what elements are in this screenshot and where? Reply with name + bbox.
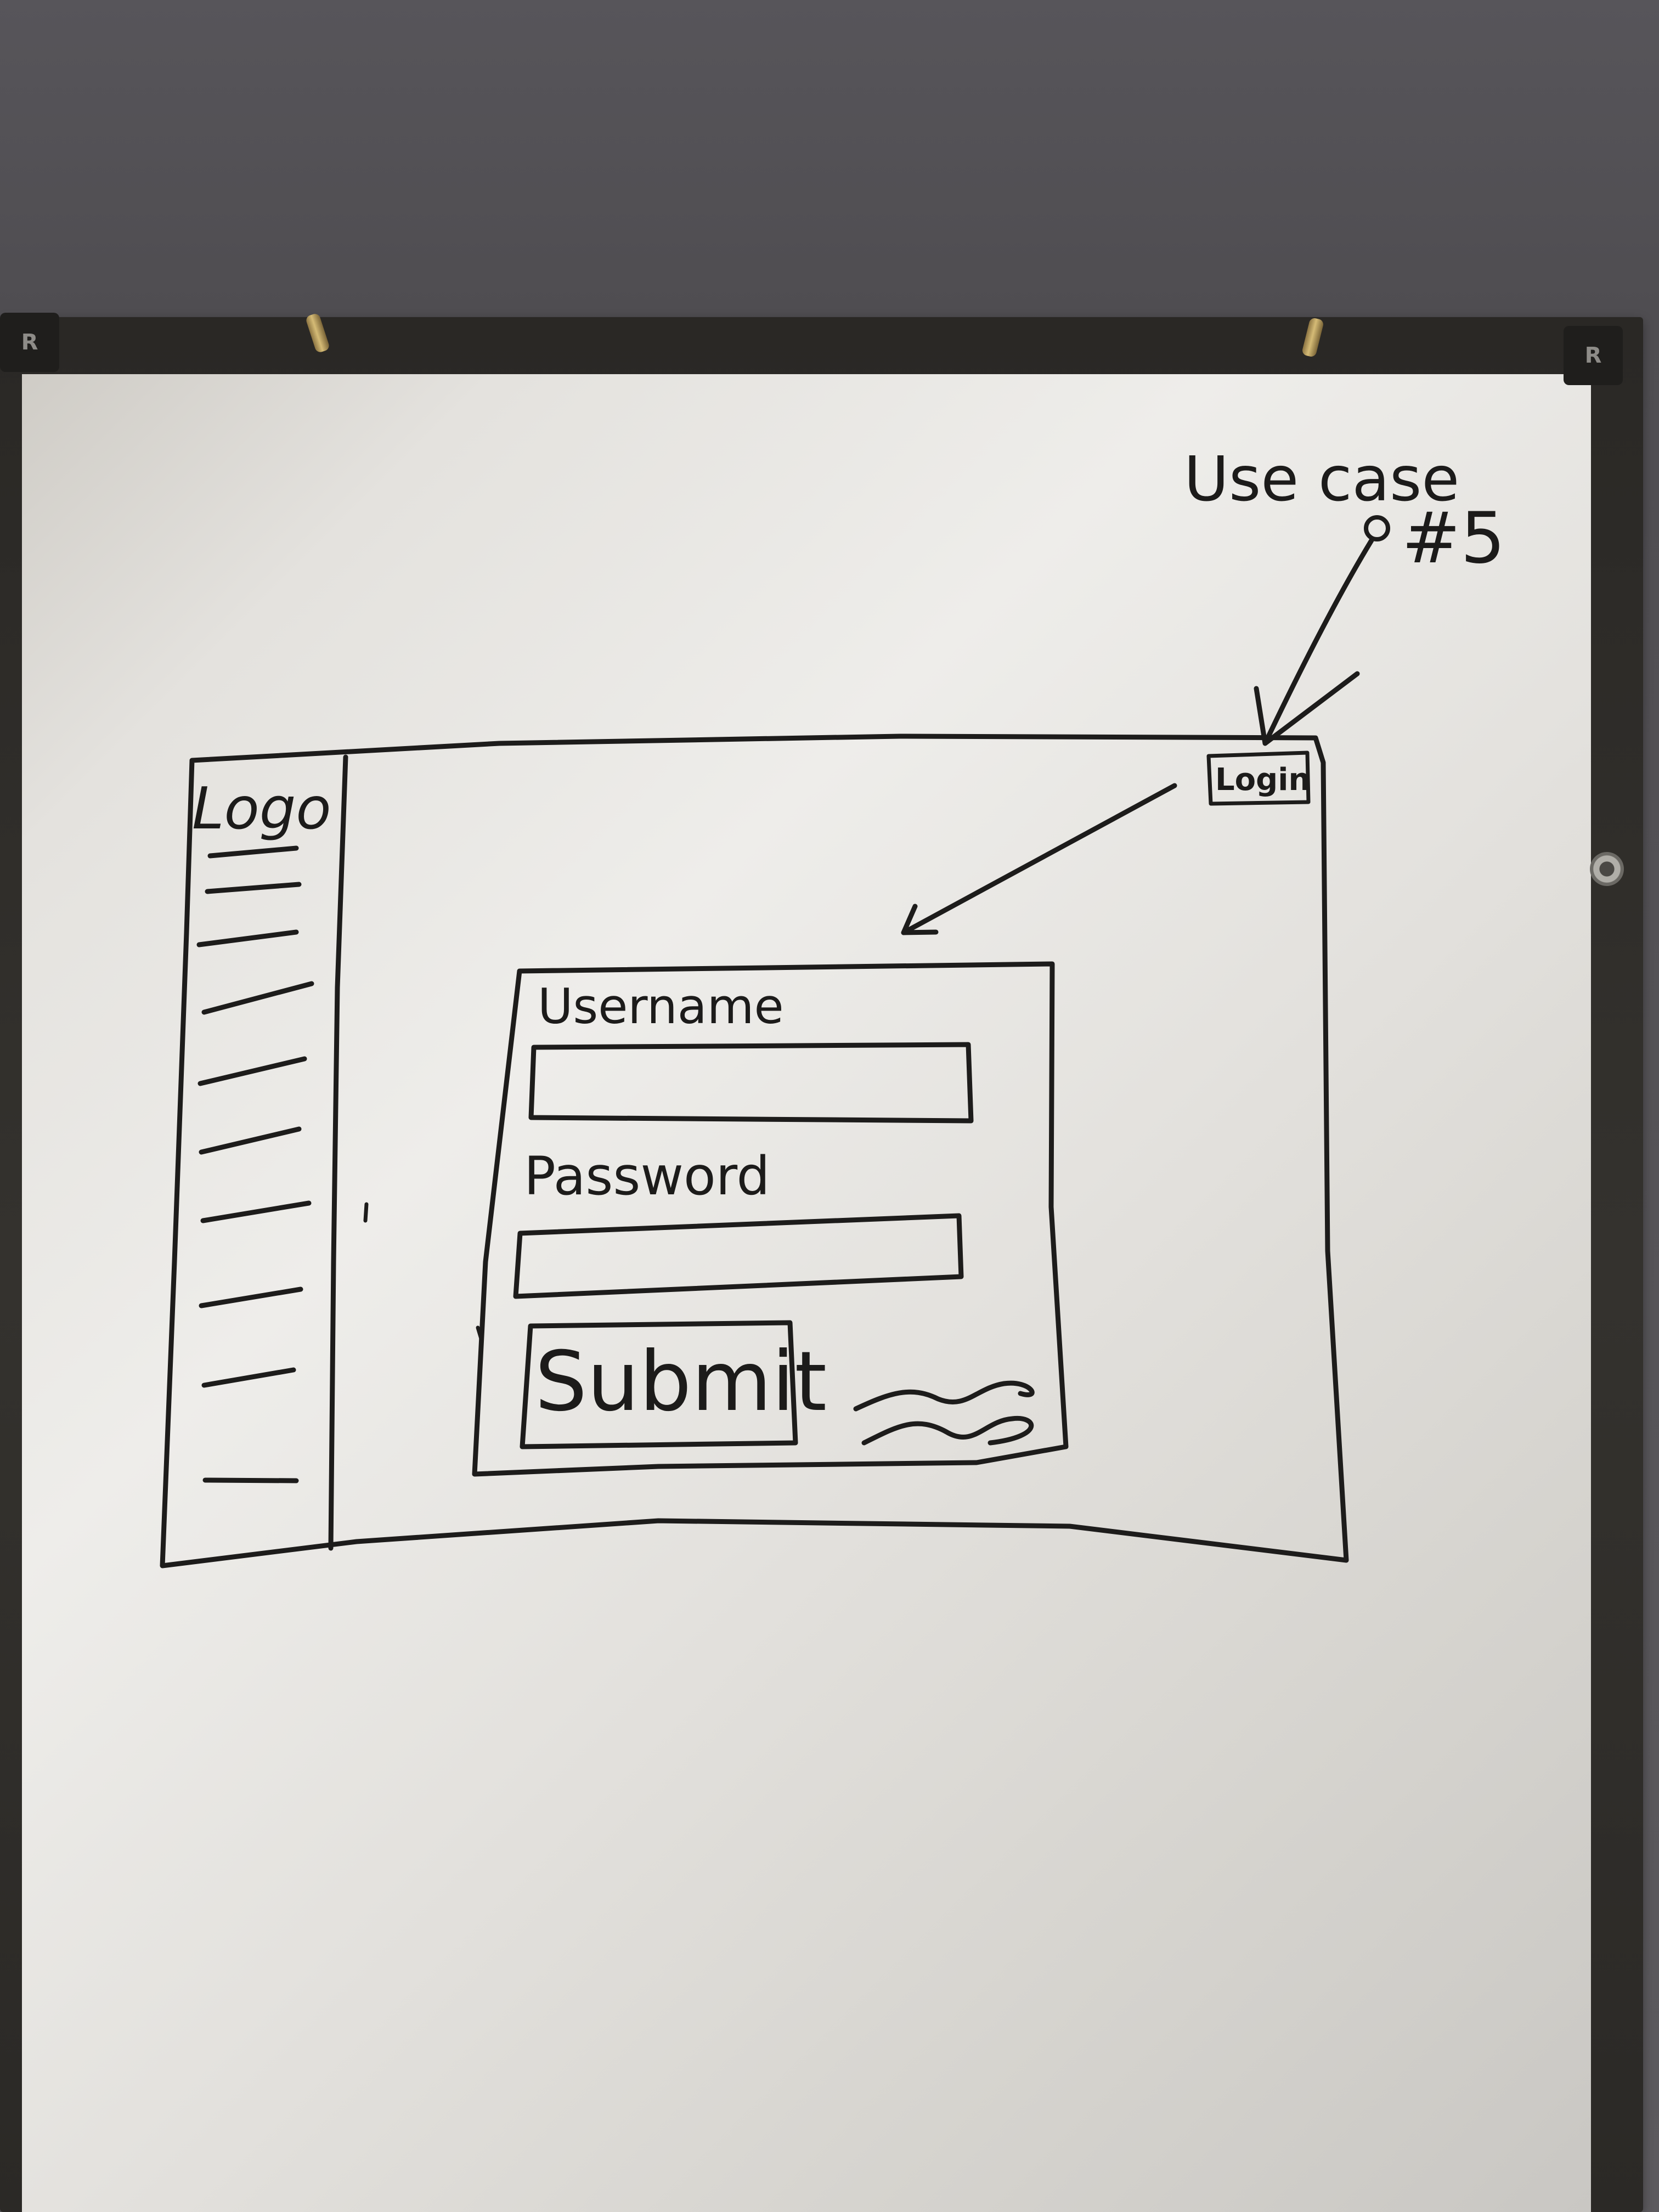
sidebar-divider xyxy=(328,754,348,1551)
marker-mark xyxy=(476,1325,483,1341)
flow-arrow xyxy=(901,783,1177,935)
password-input-box xyxy=(513,1213,964,1299)
squiggle-line xyxy=(861,1415,1034,1446)
frame-corner-left: R xyxy=(0,313,59,372)
submit-button-label: Submit xyxy=(535,1334,827,1430)
login-form-box xyxy=(472,961,1069,1477)
sidebar-nav-line xyxy=(198,1056,307,1086)
sidebar-nav-line xyxy=(199,1286,303,1308)
use-case-title: Use case xyxy=(1184,444,1459,515)
marker-mark xyxy=(363,1202,369,1223)
login-button-box xyxy=(1206,751,1311,806)
sidebar-nav-line xyxy=(201,1367,296,1388)
submit-button-box xyxy=(520,1320,798,1449)
annotation-arrow xyxy=(1254,538,1374,746)
frame-bolt xyxy=(1590,852,1624,886)
sidebar-nav-line xyxy=(199,1126,302,1155)
frame-corner-right: R xyxy=(1564,326,1623,385)
username-label: Username xyxy=(538,978,784,1035)
sidebar-nav-line xyxy=(201,981,314,1015)
squiggle-line xyxy=(853,1380,1035,1412)
sketch-login-button: Login xyxy=(1206,751,1311,806)
password-label: Password xyxy=(524,1146,770,1207)
sidebar-nav-items xyxy=(196,882,314,1483)
sidebar-nav-line xyxy=(200,1200,312,1223)
sidebar-nav-line xyxy=(196,929,299,947)
annotation-dot xyxy=(1364,515,1390,541)
sidebar-nav-line xyxy=(205,882,302,894)
use-case-note: Use case #5 xyxy=(1184,444,1505,746)
logo-underline xyxy=(207,845,299,859)
username-input-box xyxy=(528,1042,974,1124)
use-case-number: #5 xyxy=(1402,498,1505,579)
sketch-logo-text: Logo xyxy=(192,775,331,842)
login-button-label: Login xyxy=(1215,762,1310,798)
sidebar-nav-line xyxy=(202,1477,299,1483)
wireframe-window-outline xyxy=(160,733,1349,1568)
sketch-logo: Logo xyxy=(192,775,331,859)
